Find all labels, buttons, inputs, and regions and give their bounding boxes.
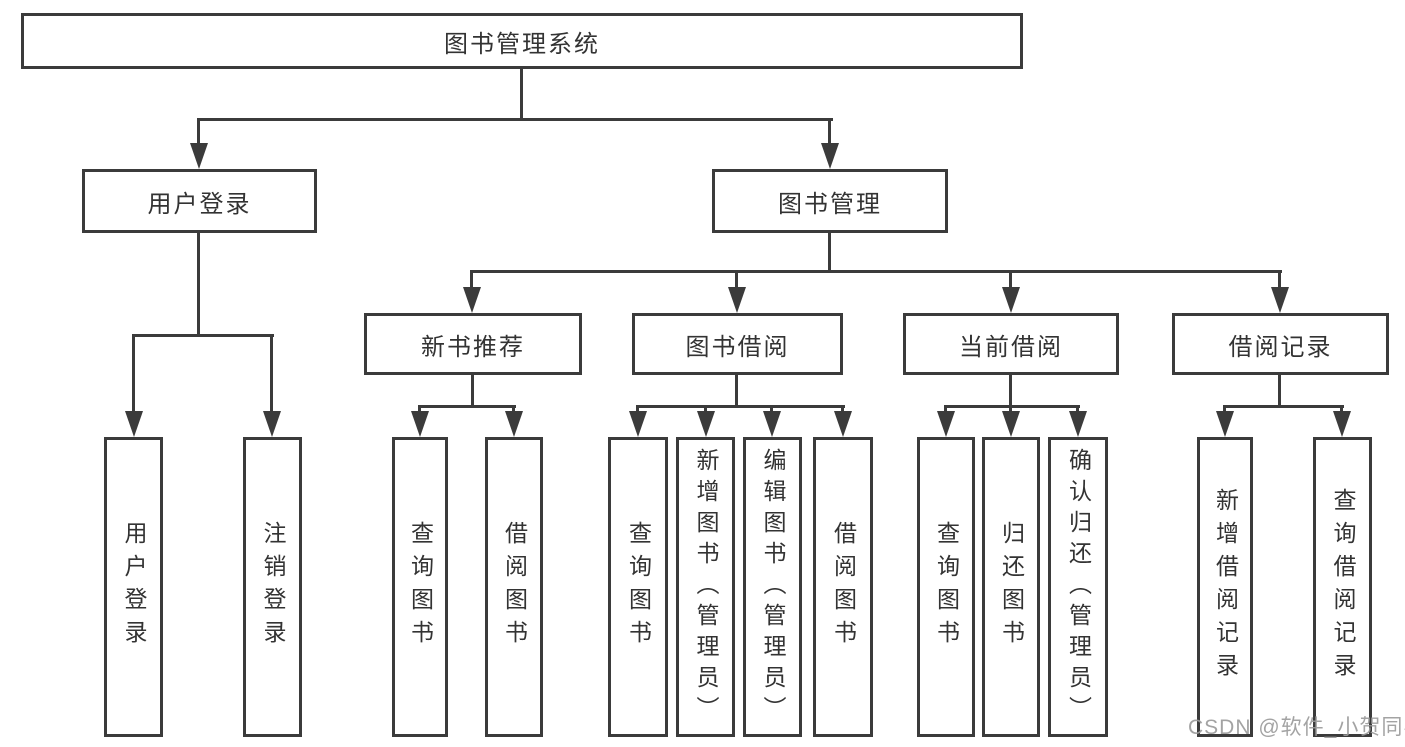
leaf-query-borrow-record-label: 查询借阅记录: [1330, 488, 1356, 686]
node-borrow-records: 借阅记录: [1172, 313, 1389, 375]
node-book-borrow-label: 图书借阅: [685, 333, 790, 361]
arrowhead-icon: [629, 411, 647, 437]
arrowhead-icon: [1069, 411, 1087, 437]
arrowhead-icon: [463, 287, 481, 313]
arrowhead-icon: [190, 143, 208, 169]
edge-book-borrow-stem: [735, 375, 738, 407]
edge-drop-current-borrow: [1009, 270, 1012, 290]
leaf-query-books-current: 查询图书: [917, 437, 975, 737]
node-current-borrow-label: 当前借阅: [959, 333, 1063, 361]
leaf-query-books-recommend-label: 查询图书: [407, 521, 434, 653]
edge-drop-book-borrow: [735, 270, 738, 290]
arrowhead-icon: [937, 411, 955, 437]
leaf-logout: 注销登录: [243, 437, 302, 737]
leaf-user-login: 用户登录: [104, 437, 163, 737]
arrowhead-icon: [1002, 287, 1020, 313]
arrowhead-icon: [1333, 411, 1351, 437]
edge-drop-borrow-records: [1278, 270, 1281, 290]
arrowhead-icon: [1271, 287, 1289, 313]
edge-current-borrow-rail: [944, 405, 1080, 408]
node-library-system: 图书管理系统: [21, 13, 1023, 69]
node-library-system-label: 图书管理系统: [444, 30, 600, 58]
leaf-borrow-books-recommend: 借阅图书: [485, 437, 543, 737]
node-book-management-label: 图书管理: [778, 190, 882, 218]
edge-root-rail: [197, 118, 833, 121]
edge-book-management-rail: [470, 270, 1282, 273]
arrowhead-icon: [834, 411, 852, 437]
arrowhead-icon: [263, 411, 281, 437]
leaf-add-borrow-record-label: 新增借阅记录: [1212, 488, 1239, 686]
leaf-query-books-recommend: 查询图书: [392, 437, 448, 737]
edge-drop-new-book: [470, 270, 473, 290]
arrowhead-icon: [821, 143, 839, 169]
leaf-query-books-borrow: 查询图书: [608, 437, 668, 737]
edge-borrow-records-stem: [1278, 375, 1281, 407]
leaf-confirm-return-admin-label: 确认归还（管理员）: [1065, 447, 1092, 727]
leaf-query-borrow-record: 查询借阅记录: [1313, 437, 1372, 737]
arrowhead-icon: [728, 287, 746, 313]
edge-current-borrow-stem: [1009, 375, 1012, 407]
arrowhead-icon: [1002, 411, 1020, 437]
leaf-borrow-books-recommend-label: 借阅图书: [501, 521, 528, 653]
edge-book-management-stem: [828, 233, 831, 272]
node-book-borrow: 图书借阅: [632, 313, 843, 375]
leaf-logout-label: 注销登录: [260, 521, 286, 653]
arrowhead-icon: [1216, 411, 1234, 437]
edge-drop-logout-leaf: [270, 336, 273, 413]
leaf-edit-book-admin-label: 编辑图书（管理员）: [760, 447, 786, 727]
arrowhead-icon: [697, 411, 715, 437]
arrowhead-icon: [763, 411, 781, 437]
csdn-watermark: CSDN @软件_小贺同学: [1188, 716, 1405, 739]
leaf-borrow-books: 借阅图书: [813, 437, 873, 737]
node-new-book-recommend-label: 新书推荐: [421, 333, 525, 361]
edge-book-borrow-rail: [636, 405, 845, 408]
node-user-login-label: 用户登录: [147, 190, 252, 218]
leaf-user-login-label: 用户登录: [121, 521, 147, 653]
edge-drop-book-management: [828, 119, 831, 145]
leaf-add-book-admin-label: 新增图书（管理员）: [693, 447, 719, 727]
edge-new-book-rail: [418, 405, 516, 408]
node-new-book-recommend: 新书推荐: [364, 313, 582, 375]
arrowhead-icon: [411, 411, 429, 437]
edge-new-book-stem: [471, 375, 474, 407]
leaf-query-books-current-label: 查询图书: [933, 521, 960, 653]
leaf-return-book: 归还图书: [982, 437, 1040, 737]
node-current-borrow: 当前借阅: [903, 313, 1119, 375]
node-borrow-records-label: 借阅记录: [1228, 333, 1333, 361]
leaf-return-book-label: 归还图书: [998, 521, 1025, 653]
edge-user-login-stem: [197, 233, 200, 336]
edge-drop-login-leaf: [132, 336, 135, 413]
edge-borrow-records-rail: [1223, 405, 1344, 408]
edge-user-login-rail: [132, 334, 274, 337]
node-user-login: 用户登录: [82, 169, 317, 233]
node-book-management: 图书管理: [712, 169, 948, 233]
leaf-add-book-admin: 新增图书（管理员）: [676, 437, 735, 737]
leaf-query-books-borrow-label: 查询图书: [625, 521, 652, 653]
edge-root-stem: [520, 69, 523, 120]
leaf-borrow-books-label: 借阅图书: [830, 521, 857, 653]
arrowhead-icon: [125, 411, 143, 437]
arrowhead-icon: [505, 411, 523, 437]
edge-drop-user-login: [197, 119, 200, 145]
leaf-confirm-return-admin: 确认归还（管理员）: [1048, 437, 1108, 737]
leaf-add-borrow-record: 新增借阅记录: [1197, 437, 1253, 737]
leaf-edit-book-admin: 编辑图书（管理员）: [743, 437, 802, 737]
